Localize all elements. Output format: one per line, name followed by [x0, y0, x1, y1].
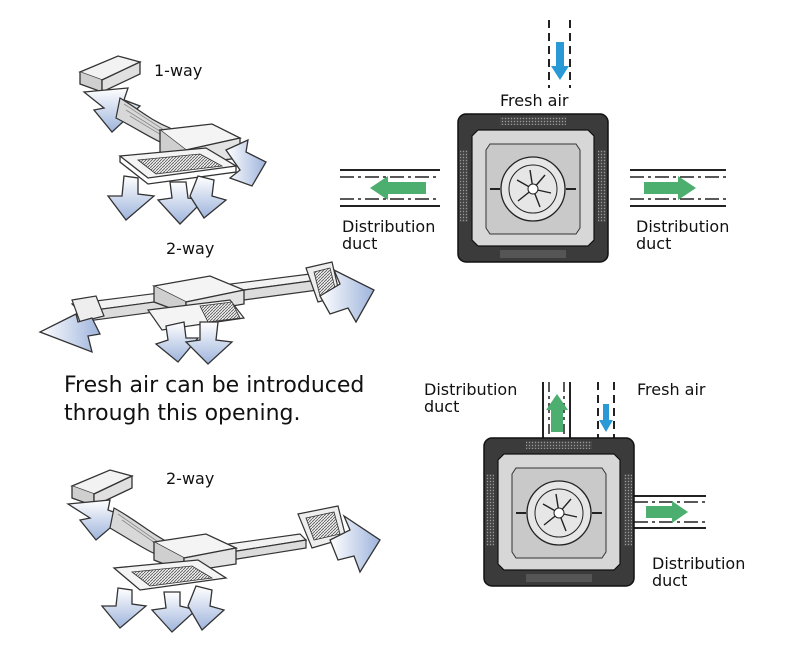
- label-fresh-air-top: Fresh air: [500, 91, 569, 110]
- airflow-arrow-icon: [319, 268, 375, 324]
- fan-icon: [500, 156, 566, 222]
- label-duct-left-line2: duct: [342, 234, 378, 253]
- label-duct-top-line1: Distribution: [424, 380, 518, 399]
- note-line-1: Fresh air can be introduced: [64, 373, 365, 398]
- cassette-unit-top: [340, 20, 726, 263]
- airflow-arrow-icon: [156, 181, 206, 225]
- unit-2-way-top: [38, 261, 375, 365]
- label-fresh-air-bottom: Fresh air: [637, 380, 706, 399]
- distribution-arrow-icon: [370, 176, 426, 200]
- airflow-arrow-icon: [154, 321, 200, 363]
- fresh-air-arrow-icon: [551, 42, 569, 80]
- label-duct-bottom-right-line1: Distribution: [652, 554, 746, 573]
- airflow-arrow-icon: [184, 321, 234, 365]
- airflow-arrow-icon: [150, 591, 198, 633]
- label-duct-left-line1: Distribution: [342, 217, 436, 236]
- cassette-unit-bottom: [483, 382, 706, 587]
- label-duct-top-line2: duct: [424, 397, 460, 416]
- unit-2-way-bottom: [66, 469, 381, 633]
- unit-1-way: [78, 55, 267, 225]
- distribution-arrow-icon: [646, 501, 688, 523]
- label-duct-bottom-right-line2: duct: [652, 571, 688, 590]
- distribution-arrow-icon: [546, 394, 568, 432]
- fresh-air-arrow-icon: [599, 404, 613, 432]
- note-line-2: through this opening.: [64, 401, 301, 426]
- airflow-arrow-icon: [106, 175, 156, 221]
- airflow-arrow-icon: [187, 585, 226, 632]
- label-1-way: 1-way: [154, 61, 203, 80]
- airflow-arrow-icon: [38, 313, 101, 354]
- fan-icon: [526, 480, 592, 546]
- label-2-way-bottom: 2-way: [166, 469, 215, 488]
- label-duct-right-line1: Distribution: [636, 217, 730, 236]
- airflow-arrow-icon: [189, 175, 228, 219]
- airflow-arrow-icon: [100, 587, 148, 629]
- airflow-arrow-icon: [329, 514, 381, 574]
- label-2-way-top: 2-way: [166, 239, 215, 258]
- airflow-arrow-icon: [225, 138, 267, 187]
- label-duct-right-line2: duct: [636, 234, 672, 253]
- distribution-arrow-icon: [644, 176, 696, 200]
